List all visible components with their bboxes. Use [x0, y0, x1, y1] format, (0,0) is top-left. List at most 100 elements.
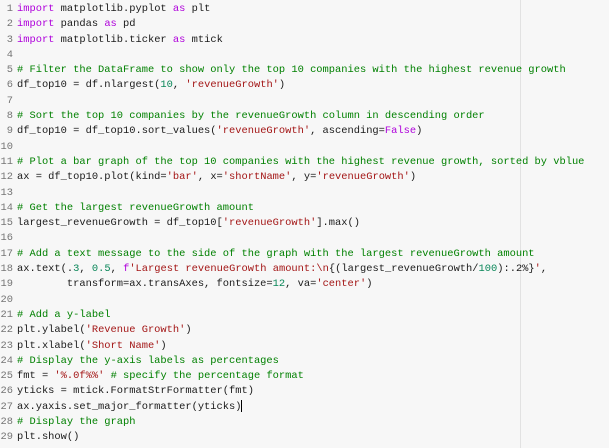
- code-token: 'Short Name': [85, 339, 161, 352]
- code-token: df_top10 = df.nlargest(: [17, 79, 161, 92]
- code-token: ):.2%}: [497, 263, 535, 276]
- code-token: ': [534, 263, 541, 276]
- code-line[interactable]: 21# Add a y-label: [0, 308, 609, 323]
- line-number: 2: [6, 18, 13, 31]
- code-token: # Display the y-axis labels as percentag…: [17, 354, 279, 367]
- code-token: plt.ylabel(: [17, 324, 86, 337]
- code-token: transform=ax.transAxes, fontsize=: [17, 278, 273, 291]
- line-code: transform=ax.transAxes, fontsize=12, va=…: [17, 277, 373, 292]
- line-number: 5: [6, 64, 13, 77]
- code-token: yticks = mtick.FormatStrFormatter(fmt): [17, 385, 254, 398]
- code-token: ,: [540, 263, 548, 276]
- code-token: 0.5: [91, 263, 111, 276]
- line-number: 12: [0, 171, 13, 184]
- line-code: import pandas as pd: [17, 17, 136, 32]
- code-line[interactable]: 2 import pandas as pd: [0, 17, 609, 32]
- code-token: 'shortName': [222, 171, 292, 184]
- code-token: matplotlib.ticker: [54, 33, 173, 46]
- code-token: import: [17, 33, 55, 46]
- code-line[interactable]: 20: [0, 293, 609, 308]
- code-token: # Add a y-label: [17, 308, 111, 321]
- code-line[interactable]: 28# Display the graph: [0, 415, 609, 430]
- code-token: ax.yaxis.set_major_formatter(yticks): [17, 400, 242, 413]
- line-number: 16: [0, 232, 13, 245]
- code-token: as: [104, 18, 117, 31]
- code-line[interactable]: 11 # Plot a bar graph of the top 10 compa…: [0, 155, 609, 170]
- code-line[interactable]: 14 # Get the largest revenueGrowth amount: [0, 201, 609, 216]
- line-number: 9: [6, 125, 13, 138]
- code-token: ,: [110, 263, 124, 276]
- code-token: # Add a text message to the side of the …: [17, 247, 535, 260]
- code-line[interactable]: 23 plt.xlabel('Short Name'): [0, 339, 609, 354]
- line-code: # Get the largest revenueGrowth amount: [17, 201, 254, 216]
- code-token: f: [123, 263, 130, 276]
- code-token: # specify the percentage format: [110, 370, 304, 383]
- line-number: 11: [0, 155, 13, 168]
- code-token: plt.xlabel(: [17, 339, 86, 352]
- line-code: # Plot a bar graph of the top 10 compani…: [17, 155, 584, 170]
- code-token: matplotlib.pyplot: [54, 3, 173, 15]
- code-token: as: [172, 33, 186, 46]
- line-code: # Add a text message to the side of the …: [17, 247, 535, 262]
- line-number: 13: [0, 186, 13, 199]
- line-code: yticks = mtick.FormatStrFormatter(fmt): [17, 384, 254, 399]
- line-code: ax.text(.3, 0.5, f'Largest revenueGrowth…: [17, 262, 547, 277]
- code-line[interactable]: 24# Display the y-axis labels as percent…: [0, 354, 609, 369]
- line-code: plt.xlabel('Short Name'): [17, 339, 167, 354]
- column-ruler: [520, 0, 521, 448]
- code-line[interactable]: 26 yticks = mtick.FormatStrFormatter(fmt): [0, 384, 609, 399]
- code-line[interactable]: 13: [0, 186, 609, 201]
- code-token: import: [17, 3, 55, 15]
- code-line[interactable]: 10: [0, 140, 609, 155]
- line-number: 29: [0, 431, 13, 444]
- code-token: ,: [79, 263, 92, 276]
- code-token: pandas: [54, 18, 105, 31]
- code-token: {(largest_revenueGrowth/: [328, 263, 479, 276]
- code-token: ): [409, 171, 417, 184]
- code-token: , x=: [197, 171, 223, 184]
- line-code: import matplotlib.pyplot as plt: [17, 2, 210, 17]
- code-line[interactable]: 7: [0, 94, 609, 109]
- code-line[interactable]: 5# Filter the DataFrame to show only the…: [0, 63, 609, 78]
- code-token: plt: [185, 3, 211, 15]
- line-number: 14: [0, 201, 13, 214]
- code-token: 'Revenue Growth': [85, 324, 186, 337]
- code-line[interactable]: 17 # Add a text message to the side of th…: [0, 247, 609, 262]
- code-token: 'bar': [166, 171, 198, 184]
- code-line[interactable]: 16: [0, 231, 609, 246]
- line-code: # Display the graph: [17, 415, 135, 430]
- line-number: 3: [6, 33, 13, 46]
- code-line[interactable]: 4: [0, 48, 609, 63]
- line-number: 8: [6, 110, 13, 123]
- code-token: # Plot a bar graph of the top 10 compani…: [17, 155, 585, 168]
- line-number: 23: [0, 339, 13, 352]
- line-number: 17: [0, 247, 13, 260]
- line-number: 26: [0, 385, 13, 398]
- line-number: 25: [0, 370, 13, 383]
- line-number: 1: [6, 3, 13, 15]
- line-code: # Display the y-axis labels as percentag…: [17, 354, 279, 369]
- code-token: 12: [272, 278, 286, 291]
- line-code: plt.ylabel('Revenue Growth'): [17, 323, 192, 338]
- line-number: 19: [0, 278, 13, 291]
- code-line[interactable]: 19 transform=ax.transAxes, fontsize=12, …: [0, 277, 609, 292]
- code-line[interactable]: 1 import matplotlib.pyplot as plt: [0, 2, 609, 17]
- code-line[interactable]: 8# Sort the top 10 companies by the reve…: [0, 109, 609, 124]
- code-token: 10: [160, 79, 173, 92]
- code-token: # Display the graph: [17, 416, 136, 429]
- code-token: False: [384, 125, 417, 138]
- code-token: 'revenueGrowth': [185, 79, 279, 92]
- code-token: # Get the largest revenueGrowth amount: [17, 201, 254, 214]
- code-token: largest_revenueGrowth = df_top10[: [17, 217, 223, 230]
